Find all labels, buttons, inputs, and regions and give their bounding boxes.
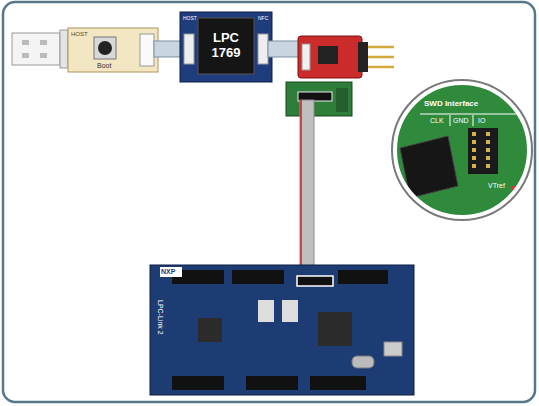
frame: [3, 2, 535, 402]
lpc-board: [180, 12, 272, 82]
swd-callout: [390, 80, 532, 220]
part-label: IO: [478, 117, 485, 124]
part-label: NFC: [258, 16, 268, 21]
part-label: NXP: [161, 268, 175, 275]
boot-board: [68, 28, 158, 72]
part-label: LPC-Link 2: [157, 300, 164, 335]
part-label: HOST: [183, 16, 197, 21]
usb-plug: [12, 30, 68, 68]
part-label: SWD Interface: [424, 100, 478, 108]
chip-box: LPC 1769: [198, 18, 254, 74]
chip-label: LPC 1769: [206, 31, 246, 61]
part-label: GND: [453, 117, 469, 124]
part-label: HOST: [71, 31, 88, 37]
part-label: Boot: [97, 62, 111, 69]
part-label: VTref: [488, 182, 505, 189]
red-board: [298, 36, 394, 78]
lpc-link2-board: [150, 265, 414, 395]
ribbon-cable: [268, 41, 302, 57]
part-label: CLK: [430, 117, 444, 124]
swd-adapter: [286, 82, 352, 116]
swd-ribbon: [300, 100, 314, 278]
